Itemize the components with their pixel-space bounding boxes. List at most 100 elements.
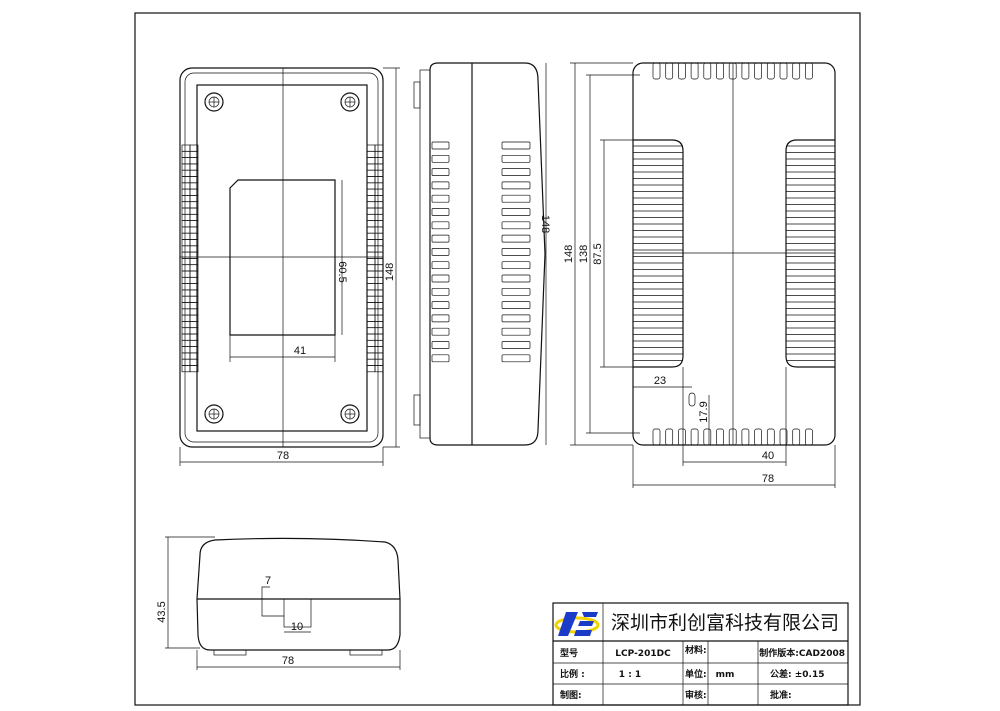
vent-brick bbox=[366, 295, 376, 303]
vent-brick bbox=[374, 308, 384, 316]
vent-slot bbox=[431, 208, 450, 216]
front-view: 41 60.5 148 78 bbox=[179, 67, 400, 466]
vent-brick bbox=[181, 289, 191, 297]
vent-slot bbox=[501, 234, 531, 243]
vent-brick bbox=[181, 283, 191, 291]
vent-slot bbox=[792, 62, 801, 80]
vent-brick bbox=[366, 302, 376, 310]
vent-brick bbox=[366, 327, 376, 335]
vent-brick bbox=[374, 220, 384, 228]
vent-brick bbox=[366, 339, 376, 347]
vent-slot bbox=[805, 428, 813, 446]
vent-brick bbox=[374, 295, 384, 303]
screw-icon bbox=[340, 92, 360, 112]
vent-brick bbox=[366, 239, 376, 247]
vent-slot bbox=[741, 428, 750, 446]
unit-label: 单位: bbox=[685, 668, 707, 680]
vent-brick bbox=[366, 283, 376, 291]
vent-brick bbox=[181, 270, 191, 278]
vent-brick bbox=[181, 314, 191, 322]
vent-brick bbox=[181, 333, 191, 341]
vent-brick bbox=[366, 270, 376, 278]
vent-slot bbox=[501, 248, 531, 256]
vent-slot bbox=[690, 62, 699, 80]
dim-back-inner-height: 138 bbox=[578, 245, 590, 263]
dim-window-width: 41 bbox=[294, 345, 306, 357]
vent-slot bbox=[431, 287, 450, 296]
vent-brick bbox=[181, 169, 191, 177]
vent-grille-right bbox=[785, 139, 835, 368]
vent-brick bbox=[374, 327, 384, 335]
vent-brick bbox=[181, 239, 191, 247]
back-view: 148 138 87.5 23 17.9 40 78 bbox=[563, 62, 836, 488]
vent-brick bbox=[366, 232, 376, 240]
vent-brick bbox=[374, 157, 384, 165]
vent-slot bbox=[754, 428, 762, 446]
vent-brick bbox=[181, 232, 191, 240]
vent-slot bbox=[678, 62, 686, 80]
vent-brick bbox=[181, 195, 191, 203]
version: 制作版本:CAD2008 bbox=[759, 647, 845, 659]
vent-slot bbox=[431, 141, 450, 150]
vent-brick bbox=[374, 302, 384, 310]
vent-brick bbox=[189, 365, 199, 373]
dim-front-width: 78 bbox=[277, 450, 289, 462]
vent-brick bbox=[181, 220, 191, 228]
vent-slot bbox=[501, 287, 531, 296]
vent-brick bbox=[366, 220, 376, 228]
vent-brick bbox=[181, 144, 191, 152]
vent-brick bbox=[181, 188, 191, 196]
screw-icon bbox=[204, 404, 224, 424]
dim-vent-gap: 40 bbox=[762, 450, 774, 462]
vent-brick bbox=[374, 201, 384, 209]
mounting-slot bbox=[688, 392, 696, 407]
vent-slot bbox=[431, 354, 450, 363]
vent-slot bbox=[690, 428, 699, 446]
vent-slot bbox=[431, 234, 450, 243]
vent-brick bbox=[374, 150, 384, 158]
vent-slot bbox=[431, 154, 450, 163]
vent-slot bbox=[741, 62, 750, 80]
vent-brick bbox=[181, 245, 191, 253]
vent-brick bbox=[374, 144, 384, 152]
vent-slot bbox=[431, 314, 450, 323]
vent-brick bbox=[366, 169, 376, 177]
vent-brick bbox=[366, 157, 376, 165]
vent-brick bbox=[366, 321, 376, 329]
vent-brick bbox=[366, 176, 376, 184]
dim-side-height: 148 bbox=[539, 215, 551, 233]
vent-brick bbox=[181, 295, 191, 303]
vent-brick bbox=[366, 346, 376, 354]
dim-end-width: 78 bbox=[282, 655, 294, 667]
vent-brick bbox=[181, 251, 191, 259]
dim-vent-height: 87.5 bbox=[592, 243, 604, 264]
vent-brick bbox=[374, 352, 384, 360]
vent-slot bbox=[501, 341, 531, 349]
vent-slot bbox=[501, 261, 531, 270]
vent-brick bbox=[374, 270, 384, 278]
side-view: 148 bbox=[413, 62, 551, 446]
vent-brick bbox=[366, 201, 376, 209]
vent-slot bbox=[431, 274, 450, 283]
vent-slot bbox=[431, 194, 450, 203]
vent-brick bbox=[374, 346, 384, 354]
vent-brick bbox=[366, 365, 376, 373]
vent-slot bbox=[501, 208, 531, 216]
vent-brick bbox=[374, 289, 384, 297]
vent-brick bbox=[181, 321, 191, 329]
vent-brick bbox=[181, 182, 191, 190]
vent-slot bbox=[652, 428, 661, 446]
dim-window-height: 60.5 bbox=[336, 261, 348, 282]
vent-brick bbox=[374, 321, 384, 329]
vent-brick bbox=[366, 163, 376, 171]
title-block: 深圳市利创富科技有限公司 型号 LCP-201DC 材料: 制作版本:CAD20… bbox=[552, 602, 849, 706]
vent-slot bbox=[792, 428, 801, 446]
vent-brick bbox=[366, 195, 376, 203]
vent-slot bbox=[652, 62, 661, 80]
vent-slot bbox=[501, 168, 531, 176]
vent-brick bbox=[181, 176, 191, 184]
dim-slot-offset-x: 23 bbox=[654, 375, 666, 387]
vent-slot bbox=[754, 62, 762, 80]
vent-brick bbox=[374, 163, 384, 171]
